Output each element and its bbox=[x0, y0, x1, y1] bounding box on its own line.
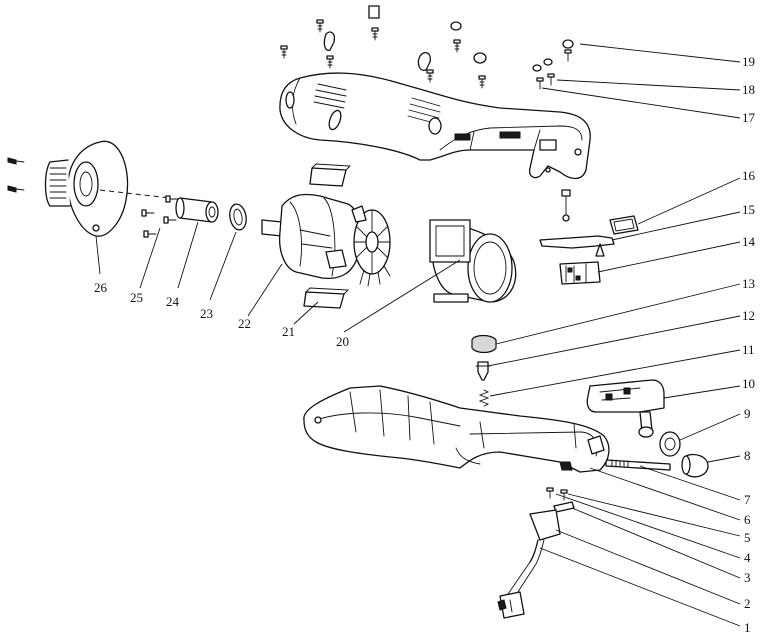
screw bbox=[371, 27, 379, 41]
part-labels: 19 18 17 16 15 14 13 12 11 10 9 8 7 6 5 … bbox=[94, 54, 756, 635]
part-label-23: 23 bbox=[200, 306, 213, 321]
front-cap-screws bbox=[7, 157, 25, 193]
part-label-13: 13 bbox=[742, 276, 755, 291]
adjuster-shaft bbox=[605, 459, 671, 471]
foot bbox=[562, 39, 574, 49]
assembly-axis bbox=[99, 189, 171, 199]
part-label-17: 17 bbox=[742, 110, 756, 125]
part-label-11: 11 bbox=[742, 342, 755, 357]
part-label-15: 15 bbox=[742, 202, 755, 217]
part-label-3: 3 bbox=[744, 570, 751, 585]
part-label-6: 6 bbox=[744, 512, 751, 527]
part-label-25: 25 bbox=[130, 290, 143, 305]
switch-block bbox=[559, 261, 601, 285]
ring-washer bbox=[229, 203, 247, 231]
rubber-pad bbox=[417, 51, 431, 71]
part-label-20: 20 bbox=[336, 334, 349, 349]
lower-housing bbox=[303, 385, 610, 473]
screw bbox=[547, 73, 555, 86]
brush-holder-bottom bbox=[303, 287, 350, 309]
fan-baffle bbox=[429, 219, 517, 303]
part-label-1: 1 bbox=[744, 620, 751, 635]
switch-lever bbox=[539, 189, 615, 257]
part-label-5: 5 bbox=[744, 530, 751, 545]
part-label-2: 2 bbox=[744, 596, 751, 611]
part-label-10: 10 bbox=[742, 376, 755, 391]
part-label-19: 19 bbox=[742, 54, 755, 69]
part-label-12: 12 bbox=[742, 308, 755, 323]
part-label-4: 4 bbox=[744, 550, 751, 565]
screw bbox=[453, 39, 461, 53]
part-label-8: 8 bbox=[744, 448, 751, 463]
brush-holder-top bbox=[309, 163, 352, 187]
circuit-board bbox=[586, 379, 665, 438]
screw bbox=[326, 55, 334, 69]
screw bbox=[316, 19, 324, 33]
part-label-21: 21 bbox=[282, 324, 295, 339]
part-label-26: 26 bbox=[94, 280, 108, 295]
bottom-screws bbox=[546, 487, 575, 513]
part-label-9: 9 bbox=[744, 406, 751, 421]
part-label-14: 14 bbox=[742, 234, 756, 249]
part-label-24: 24 bbox=[166, 294, 180, 309]
cable-clamp bbox=[553, 501, 575, 513]
screw bbox=[478, 75, 486, 89]
bushing bbox=[175, 197, 219, 223]
front-cap bbox=[44, 140, 129, 237]
dial-knob-cap bbox=[681, 453, 709, 478]
screw bbox=[280, 45, 288, 59]
upper-housing-screws bbox=[280, 5, 574, 90]
small-screws bbox=[141, 195, 179, 238]
lock-pin bbox=[475, 361, 491, 381]
switch-button bbox=[609, 215, 639, 235]
foot bbox=[473, 52, 487, 64]
part-label-18: 18 bbox=[742, 82, 755, 97]
power-cord bbox=[497, 509, 561, 619]
screw bbox=[564, 49, 572, 62]
foot bbox=[532, 64, 542, 72]
spring bbox=[478, 389, 490, 407]
leader-lines bbox=[95, 43, 741, 627]
foot bbox=[543, 58, 553, 66]
part-label-16: 16 bbox=[742, 168, 756, 183]
foot bbox=[450, 21, 462, 31]
lock-button bbox=[471, 334, 497, 354]
motor-assembly bbox=[261, 193, 391, 287]
upper-housing bbox=[279, 72, 591, 180]
part-label-22: 22 bbox=[238, 316, 251, 331]
rubber-pad bbox=[323, 31, 336, 52]
screw bbox=[536, 77, 544, 90]
rubber-pad bbox=[368, 5, 380, 19]
dial-knob-inner bbox=[659, 431, 681, 457]
part-label-7: 7 bbox=[744, 492, 751, 507]
screw bbox=[426, 69, 434, 83]
